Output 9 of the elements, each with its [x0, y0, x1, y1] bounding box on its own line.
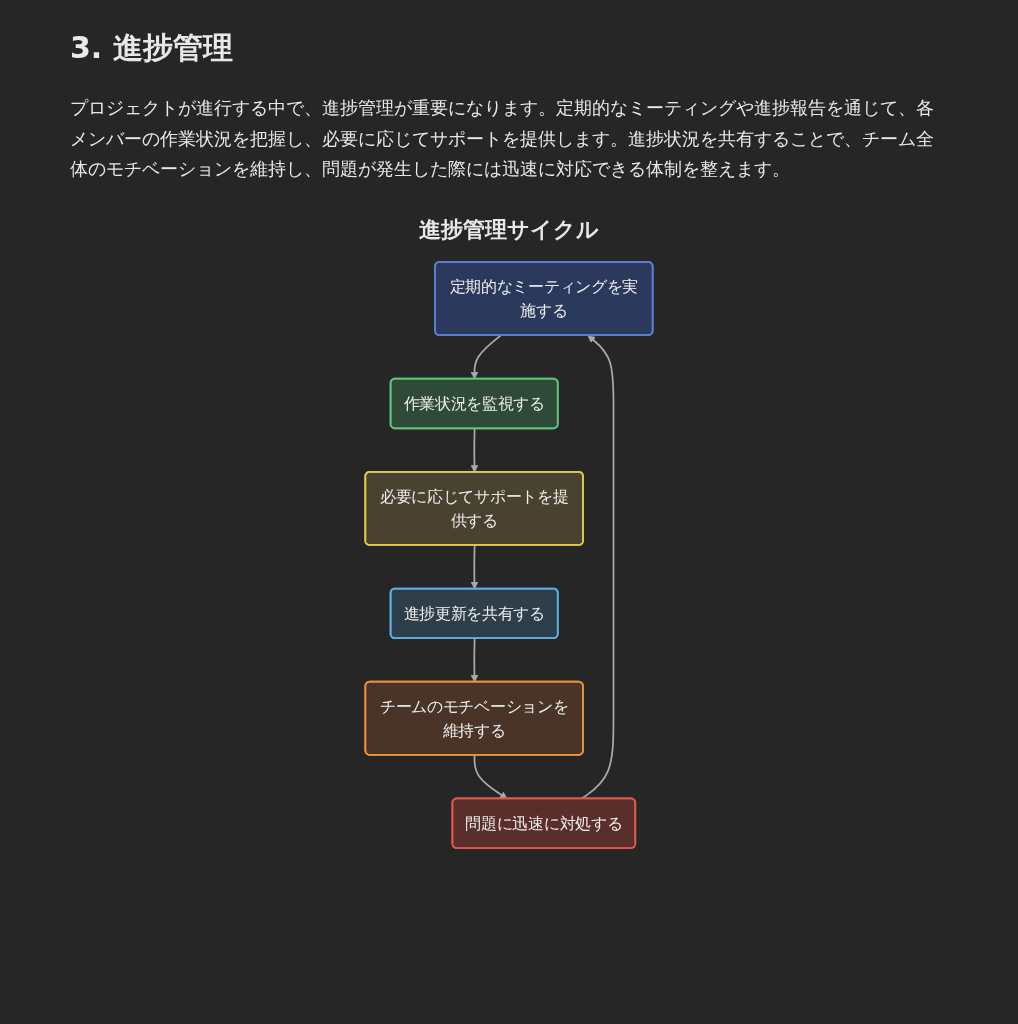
arrow: [470, 544, 479, 590]
arrow: [470, 427, 479, 473]
intro-paragraph: プロジェクトが進行する中で、進捗管理が重要になります。定期的なミーティングや進捗報告を通じて、各メンバーの作業状況を把握し、必要に応じてサポートを提供します。進捗状況を共有することで、チーム全体のモチベーションを維持し、問題が発生した際には迅速に対応できる体制を整えます。: [70, 96, 935, 182]
diagram-heading: 進捗管理サイクル: [418, 215, 600, 244]
arrow: [470, 334, 502, 380]
arrow: [470, 637, 479, 683]
page-title: 3. 進捗管理: [70, 29, 234, 67]
arrow: [473, 754, 508, 799]
arrow: [580, 335, 615, 800]
